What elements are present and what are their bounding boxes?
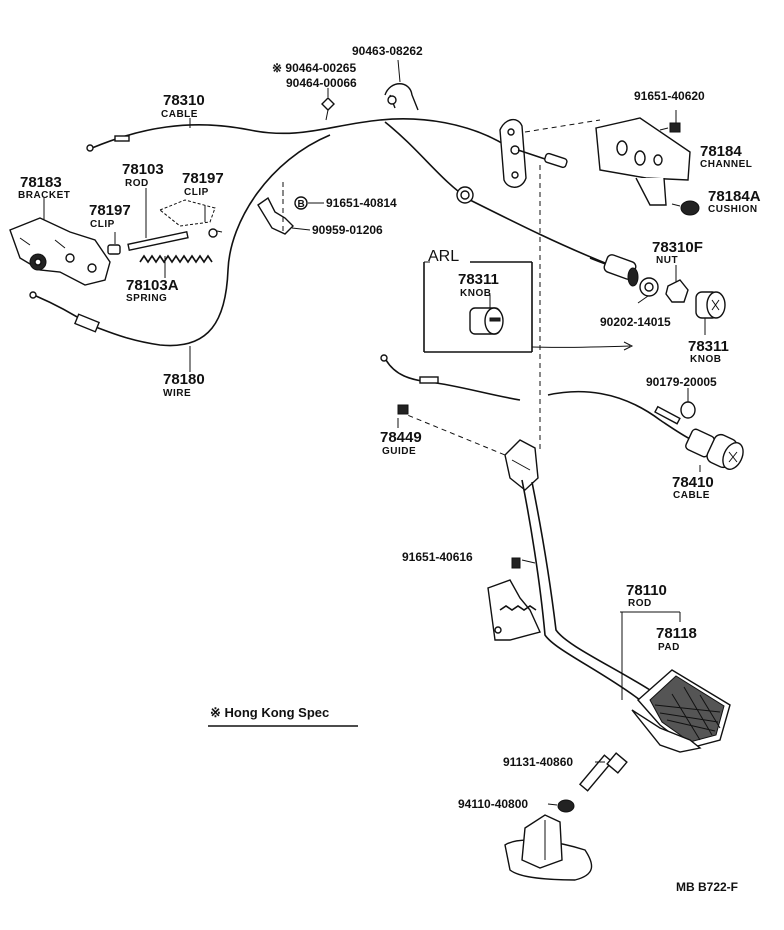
label-78197b-num: 78197	[182, 170, 224, 187]
label-91651-40620: 91651-40620	[634, 89, 705, 103]
label-90202-14015: 90202-14015	[600, 315, 671, 329]
label-78310-num: 78310	[163, 92, 205, 109]
label-78103-num: 78103	[122, 161, 164, 178]
label-78183-num: 78183	[20, 174, 62, 191]
label-78103a-name: SPRING	[126, 293, 167, 304]
label-78184-name: CHANNEL	[700, 159, 752, 170]
nut-78310f	[665, 265, 689, 303]
label-90464-00066: 90464-00066	[286, 76, 357, 90]
cable-78310	[86, 118, 611, 266]
holder-90959-01206	[257, 190, 294, 235]
clip-78197	[114, 199, 216, 244]
label-78103a-num: 78103A	[126, 277, 179, 294]
label-78410-num: 78410	[672, 474, 714, 491]
figure-code: MB B722-F	[676, 880, 738, 894]
label-90464-00265: ※ 90464-00265	[272, 61, 356, 75]
bracket-78183	[9, 217, 111, 286]
bolt-91651-40814-marker: B	[294, 196, 324, 210]
rod-78103	[107, 230, 189, 255]
label-90179-20005: 90179-20005	[646, 375, 717, 389]
label-78310f-num: 78310F	[652, 239, 703, 256]
mount-plate	[499, 119, 568, 188]
label-78184a-num: 78184A	[708, 188, 761, 205]
nut-94110-40800	[547, 799, 575, 813]
label-78103-name: ROD	[125, 178, 149, 189]
bolt-91651-40620	[659, 110, 681, 133]
hong-kong-spec-note: ※ Hong Kong Spec	[210, 705, 329, 720]
label-78410-name: CABLE	[673, 490, 710, 501]
label-90959-01206: 90959-01206	[312, 223, 383, 237]
stopper-cushion	[504, 814, 593, 881]
label-78183-name: BRACKET	[18, 190, 70, 201]
clip-90464	[321, 88, 335, 121]
pedal-pad-78118	[631, 669, 731, 753]
label-78449-name: GUIDE	[382, 446, 416, 457]
label-91651-40814: 91651-40814	[326, 196, 397, 210]
label-78118-name: PAD	[658, 642, 680, 653]
label-91651-40616: 91651-40616	[402, 550, 473, 564]
spring-78103a	[139, 228, 223, 264]
pedal-rod-78110	[487, 439, 731, 753]
channel-78184	[595, 117, 691, 206]
cable-78449-route	[380, 354, 521, 415]
clip-90463-08262	[384, 59, 419, 111]
knob-cable-assembly	[589, 254, 639, 287]
cable-78410	[547, 390, 744, 470]
label-90463-08262: 90463-08262	[352, 44, 423, 58]
label-78184a-name: CUSHION	[708, 204, 758, 215]
label-78110-name: ROD	[628, 598, 652, 609]
bolt-91131-40860	[578, 752, 628, 792]
wire-78180	[29, 134, 331, 347]
label-78311-inset-num: 78311	[458, 271, 499, 288]
arl-title: ARL	[428, 248, 459, 265]
label-78311-num: 78311	[688, 338, 729, 355]
label-78310f-name: NUT	[656, 255, 678, 266]
label-78180-num: 78180	[163, 371, 205, 388]
label-78310-name: CABLE	[161, 109, 198, 120]
label-91131-40860: 91131-40860	[503, 755, 573, 769]
cushion-78184a	[671, 200, 700, 216]
knob-78311	[695, 291, 726, 319]
label-78197a-name: CLIP	[90, 219, 115, 230]
arl-inset-box	[423, 261, 634, 353]
label-78118-num: 78118	[656, 625, 697, 642]
label-78197a-num: 78197	[89, 202, 131, 219]
bolt-marker-letter: B	[298, 199, 306, 210]
label-78311-inset-name: KNOB	[460, 288, 491, 299]
label-78110-num: 78110	[626, 582, 667, 599]
knob-78311-inset	[469, 295, 504, 335]
label-78180-name: WIRE	[163, 388, 191, 399]
washer-90202-14015	[639, 277, 659, 297]
label-94110-40800: 94110-40800	[458, 797, 528, 811]
label-78184-num: 78184	[700, 143, 742, 160]
label-78449-num: 78449	[380, 429, 422, 446]
label-78311-name: KNOB	[690, 354, 721, 365]
label-78197b-name: CLIP	[184, 187, 209, 198]
